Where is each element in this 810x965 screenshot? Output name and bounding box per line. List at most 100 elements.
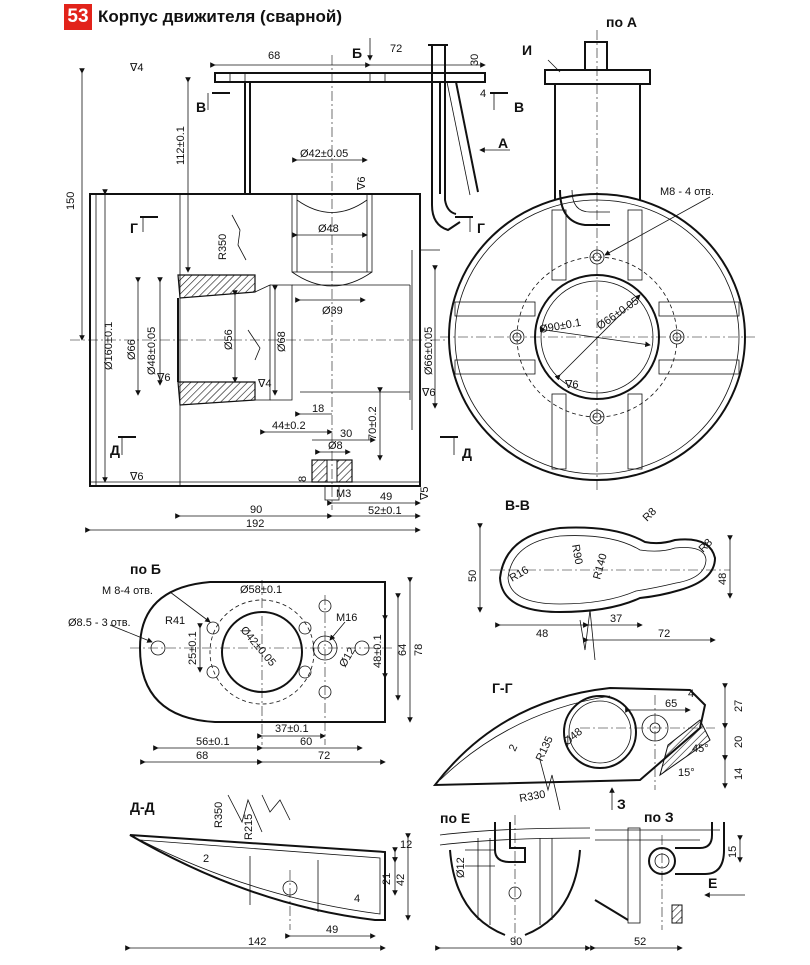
- section-dd-dim-4: 4: [354, 893, 360, 905]
- dim-192: 192: [246, 518, 264, 530]
- section-gg-dim-r330: R330: [518, 789, 546, 805]
- section-vv-dim-50: 50: [467, 570, 479, 582]
- view-b-dim-60: 60: [300, 736, 312, 748]
- section-dd-dim-2: 2: [203, 853, 209, 865]
- section-b-marker: Б: [352, 45, 362, 61]
- section-dd-dim-42: 42: [395, 874, 407, 886]
- section-dd-dim-49: 49: [326, 924, 338, 936]
- dim-diam-48-tol: Ø48±0.05: [146, 327, 158, 375]
- view-b-dim-25: 25±0.1: [187, 631, 199, 665]
- view-b-thread-m16: M16: [336, 612, 357, 624]
- section-gg-title: Г-Г: [492, 680, 513, 696]
- dim-diam-8: Ø8: [328, 440, 343, 452]
- figure-number-badge: 53: [64, 4, 92, 30]
- weld-6-bottom: ∇6: [129, 471, 143, 483]
- section-dd-dim-r215: R215: [243, 814, 255, 840]
- weld-5: ∇5: [419, 487, 431, 501]
- dim-72: 72: [390, 43, 402, 55]
- section-gg-dim-27: 27: [733, 700, 745, 712]
- drawing-title: Корпус движителя (сварной): [98, 7, 342, 26]
- dim-52: 52±0.1: [368, 505, 402, 517]
- weld-6-upper: ∇6: [356, 177, 368, 191]
- view-e-title: по Е: [440, 810, 470, 826]
- section-gg-arrow-z: З: [617, 796, 626, 812]
- dim-diam-56: Ø56: [223, 329, 235, 350]
- view-a-dim-diam-90: Ø90±0.1: [538, 317, 582, 336]
- view-b-dim-37: 37±0.1: [275, 723, 309, 735]
- section-v-marker-right: В: [514, 99, 524, 115]
- hatched-insert-top: [177, 274, 256, 299]
- thread-m3: M3: [336, 488, 351, 500]
- section-dd-title: Д-Д: [130, 799, 155, 815]
- section-gg-angle-15: 15°: [678, 767, 695, 779]
- view-a-flange: [544, 69, 651, 85]
- view-b-plate-outline: [138, 581, 386, 723]
- dim-18: 18: [312, 403, 324, 415]
- dim-diam-66-tol: Ø66±0.05: [423, 327, 435, 375]
- section-vv-dim-37: 37: [610, 613, 622, 625]
- weld-6-mid: ∇6: [156, 372, 170, 384]
- section-g-g: Г-Г 4 65 27 Ø48 R135 2 20 45° 15° 14 R33…: [432, 680, 745, 812]
- view-z-dim-15: 15: [727, 846, 739, 858]
- view-b-dim-48: 48±0.1: [372, 634, 384, 668]
- view-b-dim-diam-58: Ø58±0.1: [240, 584, 282, 596]
- view-b-thread-note: M 8-4 отв.: [102, 585, 153, 597]
- dim-diam-66: Ø66: [126, 339, 138, 360]
- section-g-marker-right: Г: [477, 220, 485, 236]
- dim-112: 112±0.1: [175, 126, 187, 165]
- section-vv-dim-48-right: 48: [717, 573, 729, 585]
- view-e: по Е Ø12 90: [435, 810, 591, 951]
- section-vv-dim-72: 72: [658, 628, 670, 640]
- section-d-marker-left: Д: [110, 442, 120, 458]
- dim-diam-42: Ø42±0.05: [300, 148, 348, 160]
- view-b-dim-72: 72: [318, 750, 330, 762]
- dim-30-bottom: 30: [340, 428, 352, 440]
- section-gg-dim-2: 2: [507, 743, 520, 754]
- view-b-dim-78: 78: [413, 644, 425, 656]
- view-b-title: по Б: [130, 561, 161, 577]
- section-g-marker-left: Г: [130, 220, 138, 236]
- view-a-title: по А: [606, 14, 637, 30]
- section-gg-angle-45: 45°: [692, 743, 709, 755]
- section-v-marker-left: В: [196, 99, 206, 115]
- section-vv-dim-r140: R140: [591, 552, 609, 581]
- upper-tube-wall-left: [244, 81, 251, 195]
- view-b-dim-68: 68: [196, 750, 208, 762]
- weld-4-mid: ∇4: [257, 378, 271, 390]
- dim-44: 44±0.2: [272, 420, 306, 432]
- view-z: по З 15 Е 52: [590, 809, 745, 951]
- weld-6-right: ∇6: [421, 387, 435, 399]
- dim-68: 68: [268, 50, 280, 62]
- section-gg-tube: [563, 695, 637, 769]
- section-gg-dim-4: 4: [688, 688, 694, 700]
- section-gg-profile: [432, 686, 707, 787]
- dim-150: 150: [65, 192, 77, 210]
- dim-4: 4: [480, 88, 486, 100]
- dim-8: 8: [297, 476, 309, 482]
- dim-30: 30: [469, 54, 481, 66]
- view-a-arrow-label: А: [498, 135, 508, 151]
- view-e-dim-90: 90: [510, 936, 522, 948]
- view-z-dim-52: 52: [634, 936, 646, 948]
- view-a: по А И M8 - 4 отв. Ø90±0.1 Ø66±0.05 ∇6: [440, 14, 755, 490]
- section-d-d: Д-Д R350 R215 2 12 21 42 4 142 49: [125, 794, 412, 951]
- section-vv-dim-r16: R16: [508, 564, 531, 584]
- section-vv-dim-r8-a: R8: [641, 506, 659, 524]
- view-b-dim-64: 64: [397, 644, 409, 656]
- dim-r350: R350: [217, 234, 229, 260]
- weld-4-top: ∇4: [129, 62, 143, 74]
- view-b-dim-r41: R41: [165, 615, 185, 627]
- main-view: Б В В А Г Г Д Д 68 72 30 4 ∇4 150 112±0.…: [65, 38, 524, 533]
- section-dd-dim-r350: R350: [213, 802, 225, 828]
- feed-pipe: [431, 45, 461, 232]
- view-b-dim-diam-42: Ø42±0.05: [238, 624, 278, 669]
- view-a-dim-diam-66: Ø66±0.05: [595, 295, 641, 333]
- section-gg-dim-65: 65: [665, 698, 677, 710]
- view-a-thread-note: M8 - 4 отв.: [660, 186, 714, 198]
- section-vv-profile: [498, 526, 717, 614]
- section-dd-dim-12: 12: [400, 839, 412, 851]
- dim-49: 49: [380, 491, 392, 503]
- section-vv-dim-48: 48: [536, 628, 548, 640]
